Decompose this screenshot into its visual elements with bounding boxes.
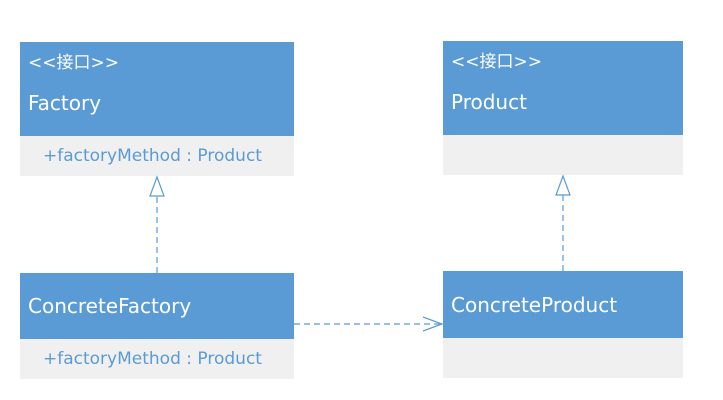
class-product-header: <<接口>> Product: [443, 41, 683, 135]
realization-arrowhead-product: [555, 174, 571, 196]
class-factory-stereotype: <<接口>>: [28, 53, 119, 73]
realization-arrowhead-factory: [149, 175, 165, 197]
class-concrete-product: ConcreteProduct: [443, 271, 683, 378]
class-concrete-factory-name: ConcreteFactory: [28, 294, 192, 318]
class-concrete-factory-method: +factoryMethod : Product: [43, 349, 262, 369]
class-concrete-factory-body: +factoryMethod : Product: [20, 339, 294, 379]
class-factory-header: <<接口>> Factory: [20, 42, 294, 136]
dependency-arrowhead: [422, 316, 444, 332]
class-product-name: Product: [451, 90, 527, 114]
class-factory: <<接口>> Factory +factoryMethod : Product: [20, 42, 294, 176]
class-factory-method: +factoryMethod : Product: [43, 146, 262, 166]
class-product-body: [443, 135, 683, 175]
class-product: <<接口>> Product: [443, 41, 683, 175]
class-concrete-product-name: ConcreteProduct: [451, 293, 618, 317]
class-concrete-product-header: ConcreteProduct: [443, 271, 683, 338]
class-concrete-factory: ConcreteFactory +factoryMethod : Product: [20, 273, 294, 379]
class-concrete-product-body: [443, 338, 683, 378]
class-product-stereotype: <<接口>>: [451, 52, 542, 72]
class-concrete-factory-header: ConcreteFactory: [20, 273, 294, 339]
class-factory-body: +factoryMethod : Product: [20, 136, 294, 176]
class-factory-name: Factory: [28, 91, 102, 115]
